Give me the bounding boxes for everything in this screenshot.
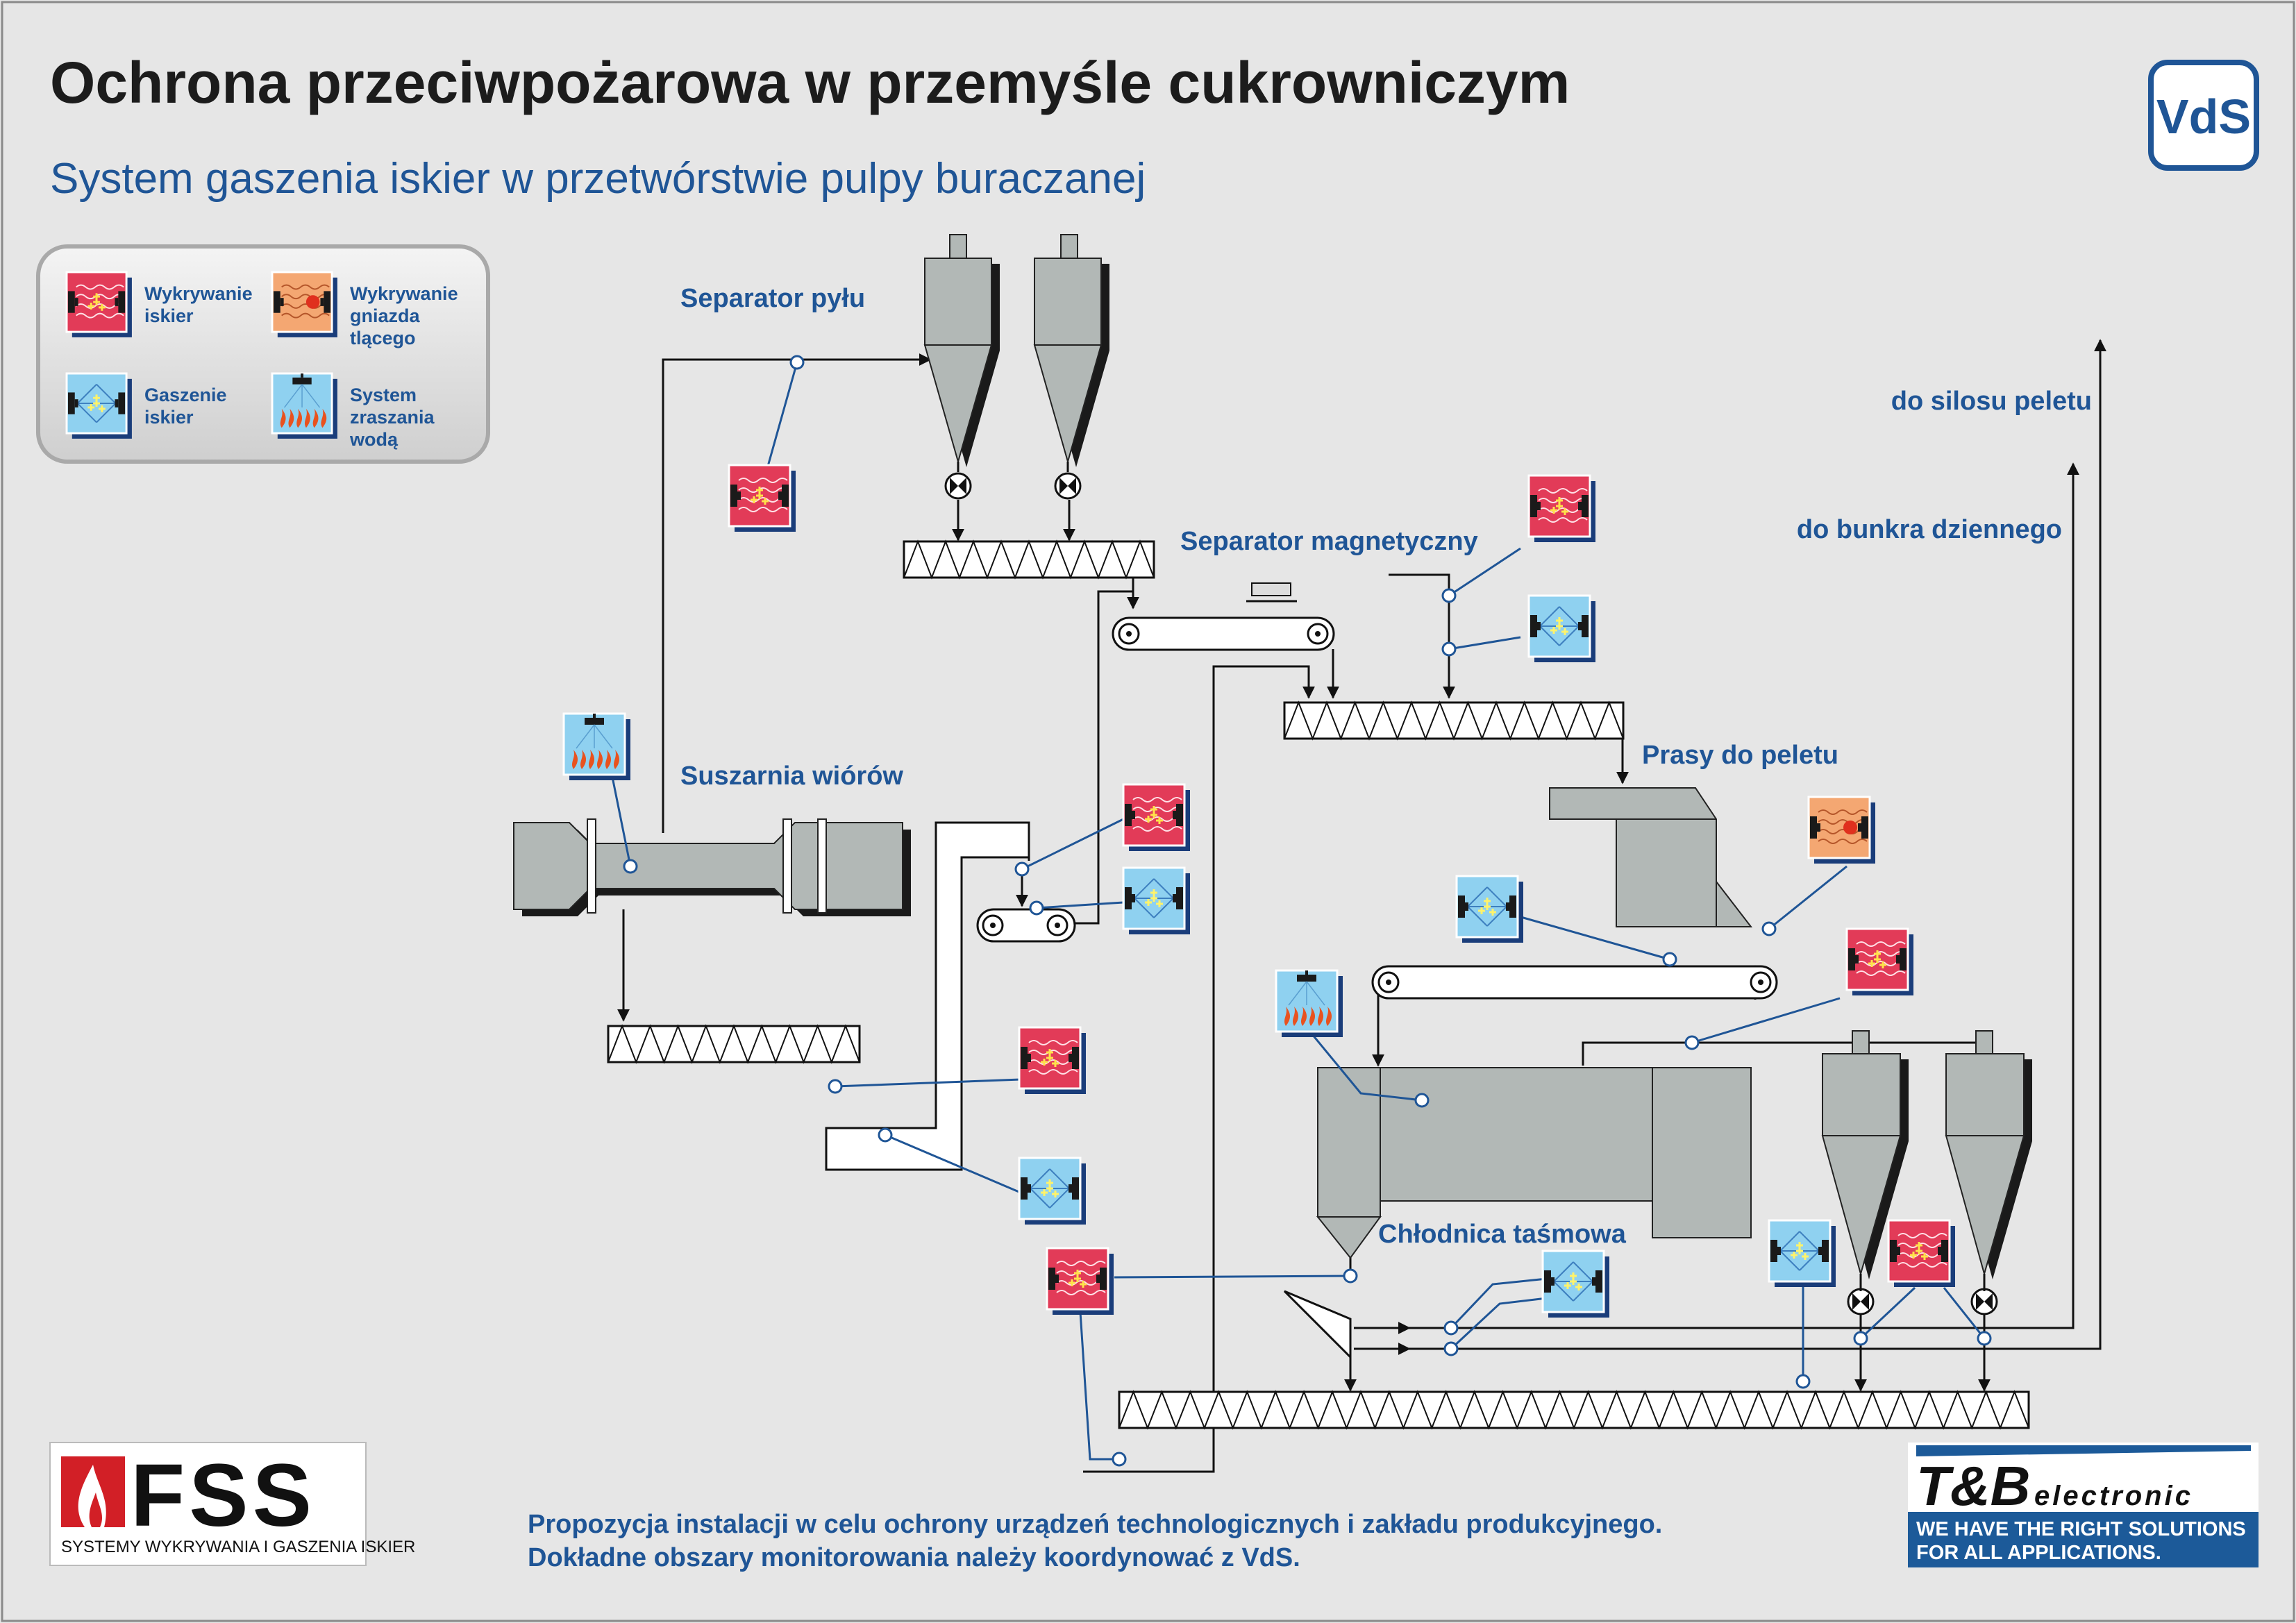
spark-extinguisher-icon [1122,866,1190,934]
sensor-node [1414,1093,1430,1108]
legend-spark-detector-icon [65,271,132,337]
sensor-node [878,1127,893,1143]
rotary-valve-icon [1847,1288,1875,1315]
label-belt-cooler: Chłodnica taśmowa [1378,1220,1627,1249]
legend-ember-detector-icon [271,271,337,337]
footer-note-line1: Propozycja instalacji w celu ochrony urz… [528,1510,1662,1539]
sensor-node [1343,1268,1358,1284]
vds-logo-text: VdS [2156,90,2251,144]
ember-detector-icon [1807,796,1875,864]
diverter-flap [1283,1290,1352,1360]
process-pipes [617,339,2106,1473]
label-to-day-bunker: do bunkra dziennego [1797,515,2062,544]
screw-conveyor-dryer [607,1024,861,1064]
product-cyclones [1821,1030,2032,1291]
page-subtitle: System gaszenia iskier w przetwórstwie p… [50,155,1146,203]
sensor-node [1853,1331,1868,1346]
page-title: Ochrona przeciwpożarowa w przemyśle cukr… [50,50,1570,115]
spark-extinguisher-icon [1768,1219,1836,1287]
magnetic-separator-conveyor [1112,582,1335,651]
fss-flame-icon [61,1456,125,1527]
legend-item-label: tlącego [350,328,416,348]
rotary-valve-icon [1054,472,1082,500]
spark-detector-icon [1018,1026,1086,1094]
sensor-node [1441,641,1457,657]
spark-detector-icon [1527,474,1595,542]
legend-item-label: iskier [144,305,194,326]
dryer-drum [513,818,911,916]
spark-detector-icon [1122,783,1190,851]
sensor-links [603,355,1992,1467]
sensor-devices [562,464,1955,1318]
legend-item-label: Wykrywanie [350,283,458,304]
label-to-pellet-silo: do silosu peletu [1891,387,2092,416]
sensor-node [789,355,805,370]
legend-item-label: System [350,385,417,405]
tb-electronic-logo: T&B electronic WE HAVE THE RIGHT SOLUTIO… [1908,1443,2259,1567]
tb-logo-main: T&B [1916,1455,2030,1517]
process-labels: Separator pyłu Separator magnetyczny Sus… [680,284,2092,1249]
rotary-valve-icon [944,472,972,500]
legend-item-label: zraszania [350,407,435,428]
label-dust-separator: Separator pyłu [680,284,865,313]
sensor-node [1029,900,1044,916]
dust-separator-cyclones [923,234,1109,472]
spark-detector-icon [1046,1247,1114,1315]
legend-item-label: Wykrywanie [144,283,253,304]
belt-cooler [1316,1067,1752,1259]
vds-logo: VdS [2148,60,2259,171]
sensor-node [828,1079,843,1094]
legend-item-label: iskier [144,407,194,428]
fss-tagline: SYSTEMY WYKRYWANIA I GASZENIA ISKIER [61,1538,415,1556]
sensor-node [1662,952,1677,967]
spark-detector-icon [1845,927,1913,995]
legend-water-spray-icon [271,372,337,439]
sensor-node [1112,1452,1127,1467]
footer-note: Propozycja instalacji w celu ochrony urz… [528,1510,1662,1572]
sensor-node [1014,861,1030,877]
spark-detector-icon [728,464,796,532]
fss-logo: FSS SYSTEMY WYKRYWANIA I GASZENIA ISKIER [49,1442,415,1566]
sensor-node [1977,1331,1992,1346]
sensor-node [1443,1341,1459,1356]
sensor-node [1441,588,1457,603]
sensor-node [1684,1035,1700,1050]
tb-slogan-line2: FOR ALL APPLICATIONS. [1916,1542,2161,1564]
tb-logo-suffix: electronic [2034,1481,2193,1511]
legend: WykrywanieiskierWykrywaniegniazdatlącego… [36,244,490,464]
label-dryer: Suszarnia wiórów [680,762,903,791]
rotary-valve-icon [1970,1288,1998,1315]
screw-conveyor-bottom [1118,1390,2030,1430]
water-spray-icon [562,712,630,780]
screw-conveyor-dust [903,539,1155,580]
legend-item-label: Gaszenie [144,385,227,405]
tb-slogan-line1: WE HAVE THE RIGHT SOLUTIONS [1916,1518,2246,1540]
label-magnetic-separator: Separator magnetyczny [1180,527,1478,556]
legend-item-label: wodą [349,429,399,450]
footer-note-line2: Dokładne obszary monitorowania należy ko… [528,1543,1300,1572]
spark-extinguisher-icon [1455,875,1523,943]
water-spray-icon [1275,969,1343,1037]
fss-logo-text: FSS [131,1446,316,1545]
sensor-node [1795,1374,1811,1389]
spark-extinguisher-icon [1527,594,1595,662]
sensor-node [1761,921,1777,936]
legend-spark-extinguisher-icon [65,372,132,439]
label-pellet-press: Prasy do peletu [1642,741,1838,770]
sensor-node [1443,1320,1459,1336]
spark-detector-icon [1887,1219,1955,1287]
spark-extinguisher-icon [1018,1157,1086,1225]
legend-item-label: gniazda [350,305,420,326]
screw-conveyor-press-feed [1283,700,1625,741]
pellet-press [1549,787,1753,927]
spark-extinguisher-icon [1541,1250,1609,1318]
press-belt-conveyor [1371,965,1778,1000]
machines [513,234,2032,1430]
sensor-node [623,859,638,874]
